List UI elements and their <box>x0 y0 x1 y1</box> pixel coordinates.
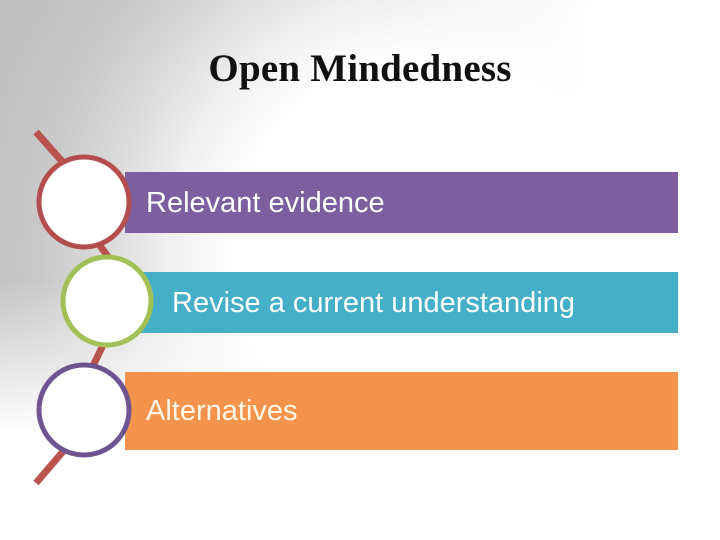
diagram-bar-relevant-evidence[interactable]: Relevant evidence <box>125 172 678 233</box>
diagram-bar-label: Alternatives <box>146 395 298 427</box>
page-title: Open Mindedness <box>208 47 512 90</box>
diagram-bar-revise-understanding[interactable]: Revise a current understanding <box>125 272 678 333</box>
diagram-circle-2[interactable] <box>60 254 154 348</box>
diagram-circle-1[interactable] <box>36 154 132 250</box>
diagram-bar-label: Relevant evidence <box>146 186 385 219</box>
diagram-circle-3[interactable] <box>36 362 132 458</box>
diagram-bar-label: Revise a current understanding <box>172 286 576 319</box>
diagram-bar-alternatives[interactable]: Alternatives <box>125 372 678 450</box>
